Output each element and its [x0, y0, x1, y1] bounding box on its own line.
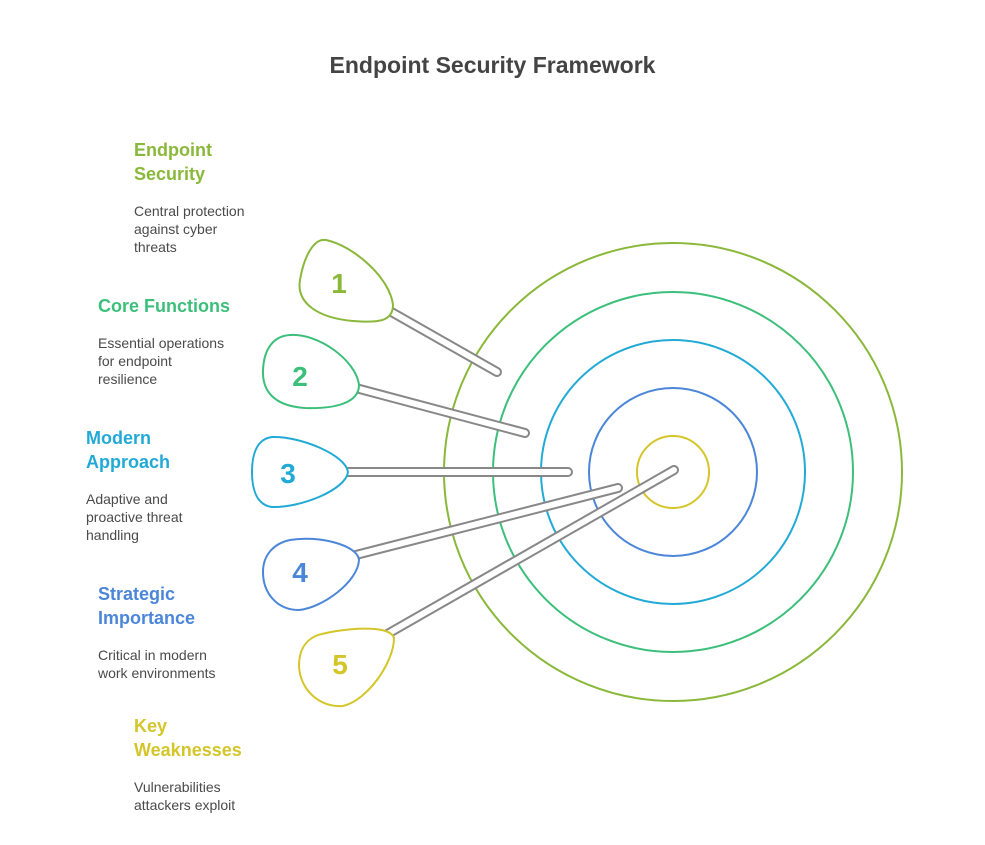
item-heading: Core Functions	[98, 294, 230, 318]
dart-number-1: 1	[331, 268, 347, 299]
dart-shaft-2-core	[349, 384, 528, 436]
item-heading-line: Weaknesses	[134, 740, 242, 760]
item-key-weaknesses: Key Weaknesses Vulnerabilities attackers…	[134, 714, 242, 814]
item-heading-line: Key	[134, 716, 168, 736]
item-description: Critical in modern work environments	[98, 646, 216, 682]
dart-shaft-5-core	[381, 467, 677, 639]
dart-head-2	[261, 333, 361, 410]
item-heading-line: Endpoint	[134, 140, 212, 160]
dart-head-3	[250, 435, 350, 509]
item-heading: Endpoint Security	[134, 138, 245, 186]
item-description-line: Central protection	[134, 203, 245, 219]
dart-head-4	[261, 537, 361, 612]
dart-shaft-4-core	[349, 485, 621, 559]
item-heading-line: Security	[134, 164, 206, 184]
item-description: Central protection against cyber threats	[134, 202, 245, 256]
dart-shafts	[338, 305, 679, 641]
page-title: Endpoint Security Framework	[329, 52, 656, 78]
dart-shaft-1-core	[385, 307, 500, 375]
item-description-line: resilience	[98, 371, 158, 387]
item-description: Vulnerabilities attackers exploit	[134, 778, 242, 814]
item-core-functions: Core Functions Essential operations for …	[98, 294, 230, 388]
item-endpoint-security: Endpoint Security Central protection aga…	[134, 138, 245, 256]
item-description-line: work environments	[98, 665, 216, 681]
dart-number-4: 4	[292, 557, 308, 588]
item-heading-line: Importance	[98, 608, 196, 628]
target-ring-4	[588, 387, 758, 557]
item-description-line: against cyber	[134, 221, 218, 237]
item-description-line: handling	[86, 527, 139, 543]
item-description: Adaptive and proactive threat handling	[86, 490, 183, 544]
item-description: Essential operations for endpoint resili…	[98, 334, 230, 388]
dart-head-1	[298, 238, 395, 323]
target-bullseye	[636, 435, 710, 509]
dart-number-2: 2	[292, 361, 308, 392]
item-heading: Strategic Importance	[98, 582, 216, 630]
item-heading: Modern Approach	[86, 426, 183, 474]
item-description-line: Adaptive and	[86, 491, 168, 507]
item-heading-line: Approach	[86, 452, 171, 472]
dart-head-5	[297, 627, 396, 708]
item-heading-line: Modern	[86, 428, 151, 448]
item-description-line: Critical in modern	[98, 647, 207, 663]
dart-number-5: 5	[332, 649, 348, 680]
item-heading: Key Weaknesses	[134, 714, 242, 762]
item-strategic-importance: Strategic Importance Critical in modern …	[98, 582, 216, 682]
dart-number-3: 3	[280, 458, 296, 489]
item-heading-line: Core Functions	[98, 296, 231, 316]
item-description-line: proactive threat	[86, 509, 183, 525]
item-description-line: threats	[134, 239, 177, 255]
item-description-line: for endpoint	[98, 353, 172, 369]
item-modern-approach: Modern Approach Adaptive and proactive t…	[86, 426, 183, 544]
item-description-line: attackers exploit	[134, 797, 236, 813]
item-description-line: Vulnerabilities	[134, 779, 221, 795]
item-heading-line: Strategic	[98, 584, 176, 604]
item-description-line: Essential operations	[98, 335, 225, 351]
